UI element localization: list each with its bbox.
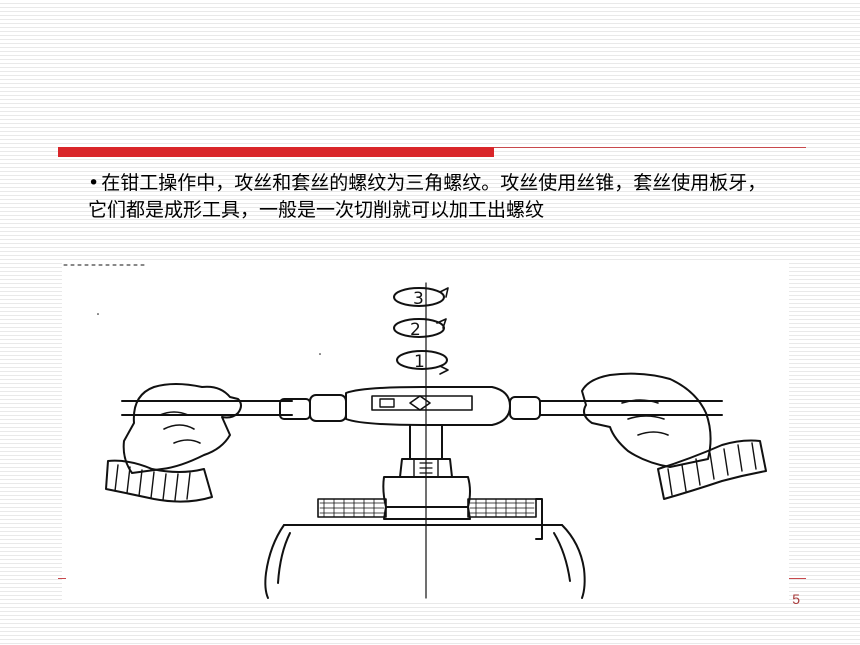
right-sleeve-cuff bbox=[657, 439, 767, 500]
vise-and-workpiece bbox=[264, 498, 586, 599]
rotation-step-3: 3 bbox=[393, 287, 449, 309]
title-accent-bar bbox=[58, 147, 494, 157]
tapping-illustration: 3 2 1 bbox=[62, 263, 789, 600]
page-number: 5 bbox=[792, 591, 800, 607]
bullet-icon: • bbox=[88, 172, 100, 194]
step-label-3: 3 bbox=[413, 289, 424, 309]
body-text-block: •在钳工操作中，攻丝和套丝的螺纹为三角螺纹。攻丝使用丝锥，套丝使用板牙，它们都是… bbox=[88, 170, 778, 224]
left-hand-fingers bbox=[159, 411, 201, 444]
right-hand-fingers bbox=[621, 399, 669, 436]
tap-wrench bbox=[121, 386, 723, 426]
step-label-1: 1 bbox=[414, 352, 425, 372]
left-sleeve-cuff bbox=[105, 459, 213, 503]
rotation-step-2: 2 bbox=[393, 318, 447, 340]
left-hand bbox=[122, 383, 242, 474]
footer-line-left bbox=[58, 578, 66, 579]
title-accent-line bbox=[494, 147, 806, 148]
tap-shank bbox=[382, 424, 471, 520]
footer-line-right bbox=[789, 578, 806, 579]
tapping-drawing: 3 2 1 bbox=[63, 264, 767, 599]
rotation-step-1: 1 bbox=[396, 350, 449, 375]
body-text: 在钳工操作中，攻丝和套丝的螺纹为三角螺纹。攻丝使用丝锥，套丝使用板牙，它们都是成… bbox=[88, 172, 767, 221]
step-label-2: 2 bbox=[410, 320, 421, 340]
right-hand bbox=[581, 372, 712, 468]
